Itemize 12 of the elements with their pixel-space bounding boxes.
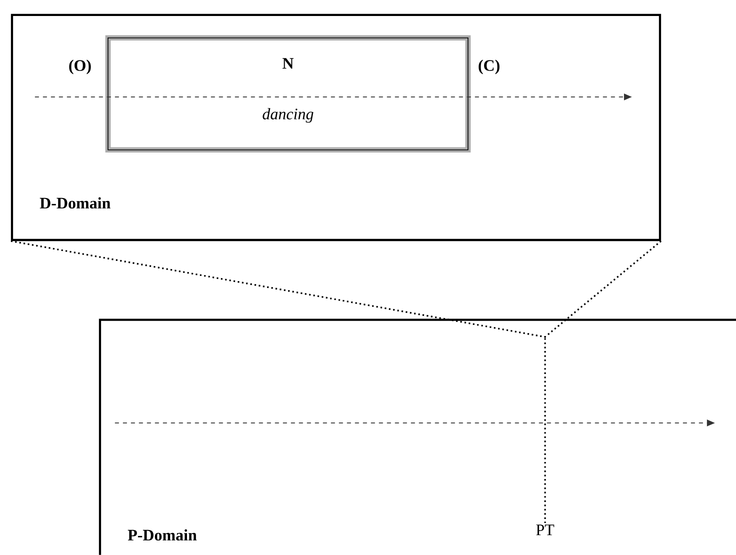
domain-box bbox=[98, 318, 736, 555]
boundary-label: (C) bbox=[478, 60, 500, 74]
domain-box bbox=[10, 14, 662, 242]
domain-label: D-Domain bbox=[40, 197, 110, 209]
connector-line bbox=[546, 240, 662, 337]
connector-line bbox=[544, 338, 546, 524]
point-label: PT bbox=[536, 524, 554, 536]
connector-line bbox=[10, 240, 544, 338]
boundary-label: (O) bbox=[69, 60, 91, 74]
domain-label: P-Domain bbox=[128, 529, 197, 541]
event-box: N dancing bbox=[105, 35, 471, 153]
junction-point bbox=[544, 336, 546, 338]
